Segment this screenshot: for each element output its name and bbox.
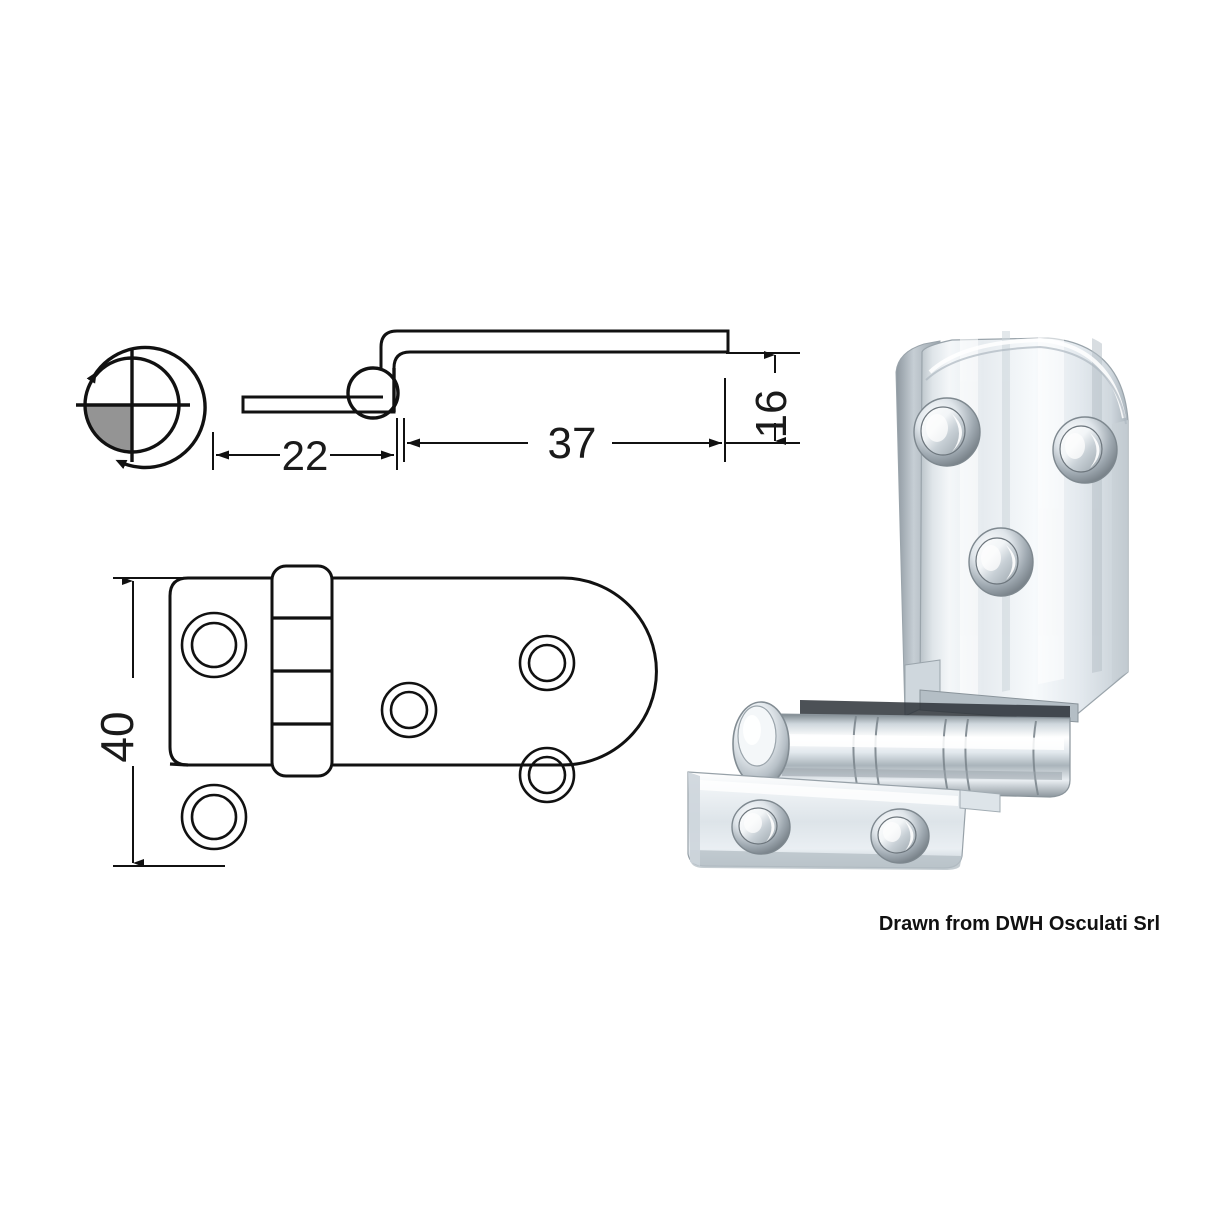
photo-hole-top-right [1052,416,1118,484]
dimension-22: 22 [212,418,398,479]
photo-hole-bottom-right [870,808,930,864]
photo-hole-top-left [913,397,981,467]
front-view-hole-left-bottom [180,783,248,851]
drawing-caption: Drawn from DWH Osculati Srl [879,913,1160,935]
front-plan-view: 40 [91,564,658,867]
dimension-37: 37 [403,378,726,468]
dimension-16: 16 [726,351,800,445]
dimension-22-label: 22 [282,432,329,479]
rotation-direction-symbol [76,345,207,470]
dimension-37-label: 37 [548,419,597,468]
dimension-16-label: 16 [747,390,796,439]
front-view-hole-right-top [518,634,576,692]
side-profile-view: 22 37 16 [212,329,800,479]
photo-hole-top-center [968,527,1034,597]
front-view-hole-right-bottom [518,746,576,804]
photo-hole-bottom-left [731,799,791,855]
dimension-40: 40 [91,577,225,867]
front-view-hole-left-top [180,611,248,679]
product-photo [687,331,1129,870]
front-view-hole-right-middle [380,681,438,739]
photo-hinge-pin [732,701,790,787]
dimension-40-label: 40 [91,711,143,762]
